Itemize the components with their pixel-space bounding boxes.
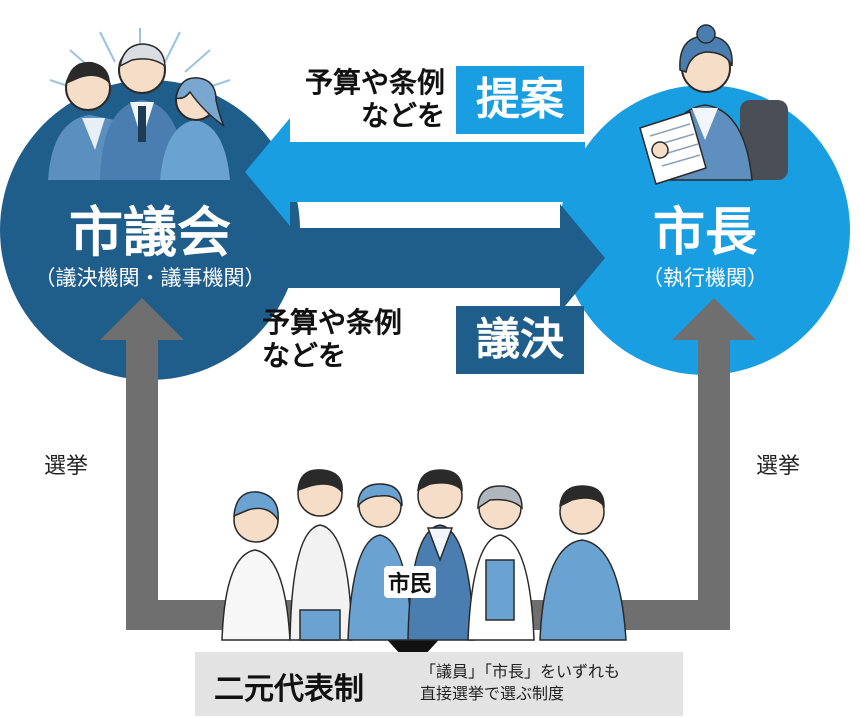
decide-line1: 予算や条例 [262, 306, 403, 339]
propose-line1: 予算や条例 [304, 66, 445, 99]
citizens-label: 市民 [384, 566, 437, 598]
system-title: 二元代表制 [214, 672, 364, 707]
council-subtitle: （議決機関・議事機関） [34, 266, 266, 290]
system-note-line2: 直接選挙で選ぶ制度 [420, 684, 565, 703]
system-note: 「議員」「市長」をいずれも 直接選挙で選ぶ制度 [420, 661, 620, 705]
propose-phrase: 予算や条例 などを [260, 66, 445, 132]
election-label-right: 選挙 [756, 454, 801, 479]
election-label-left: 選挙 [44, 454, 89, 479]
propose-action-box: 提案 [456, 66, 584, 134]
mayor-illustration [639, 24, 788, 185]
council-title: 市議会 [69, 201, 231, 264]
system-box [195, 652, 683, 716]
propose-line2: などを [360, 99, 445, 132]
decide-arrow [285, 204, 605, 312]
propose-arrow [245, 118, 585, 226]
decide-action-box: 議決 [456, 306, 584, 374]
mayor-subtitle: （執行機関） [642, 266, 768, 290]
mayor-title: 市長 [652, 203, 757, 263]
citizens-illustration [221, 469, 627, 641]
decide-phrase: 予算や条例 などを [262, 306, 452, 372]
system-note-line1: 「議員」「市長」をいずれも [420, 662, 621, 681]
council-members-illustration [48, 28, 231, 180]
decide-line2: などを [262, 339, 347, 372]
